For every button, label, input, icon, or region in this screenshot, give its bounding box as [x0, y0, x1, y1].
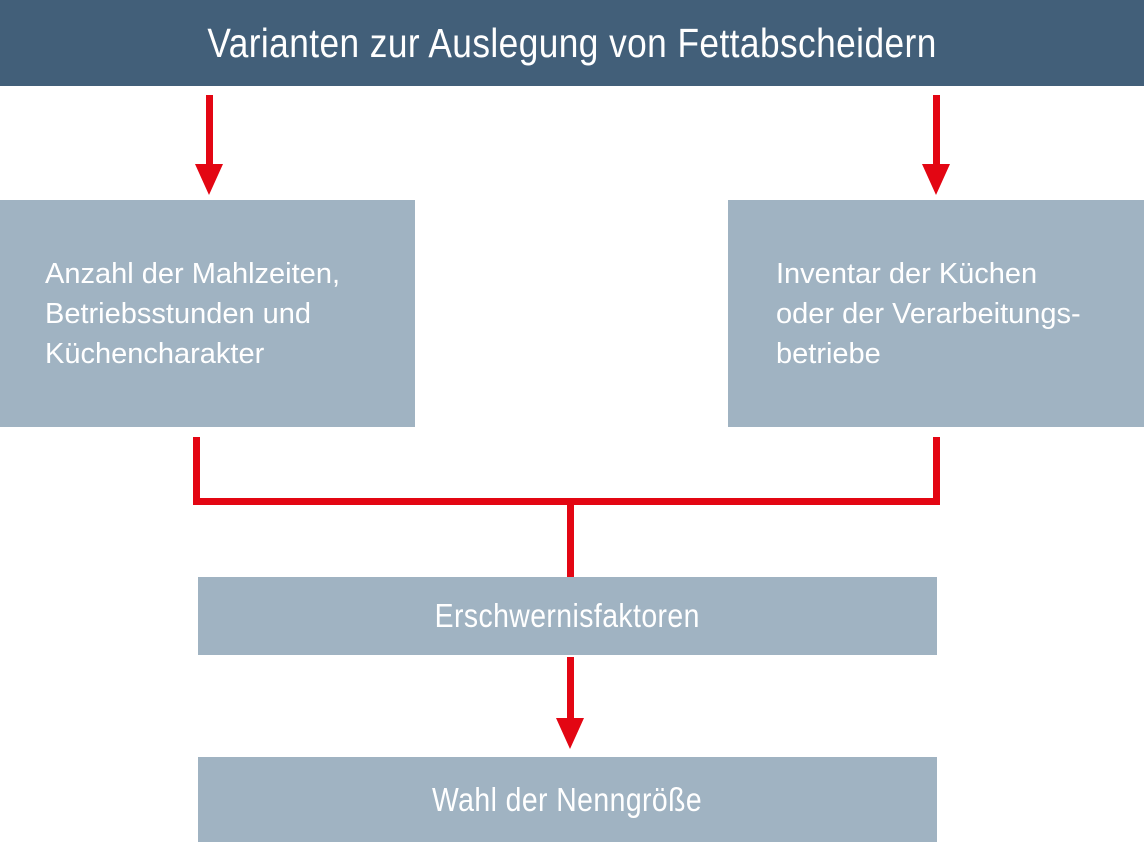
- box-nominal-size-selection: Wahl der Nenngröße: [198, 757, 937, 842]
- box-label: Wahl der Nenngröße: [432, 780, 703, 818]
- box-kitchen-inventory: Inventar der Küchen oder der Verarbeitun…: [728, 200, 1144, 427]
- arrow-shaft: [932, 95, 940, 164]
- box-text-line: Küchencharakter: [45, 337, 265, 370]
- connector-right-vertical-line: [933, 437, 940, 505]
- connector-left-vertical-line: [193, 437, 200, 505]
- box-meals-hours-kitchen-character: Anzahl der Mahlzeiten, Betriebsstunden u…: [0, 200, 415, 427]
- arrow-down-to-left-box-icon: [195, 95, 223, 195]
- box-text-line: Anzahl der Mahlzeiten,: [45, 257, 340, 290]
- connector-center-drop-line: [567, 498, 574, 577]
- arrow-shaft: [205, 95, 213, 164]
- box-text-line: Betriebsstunden und: [45, 297, 312, 330]
- box-text-line: oder der Verarbeitungs-: [776, 297, 1081, 330]
- box-aggravating-factors: Erschwernisfaktoren: [198, 577, 937, 655]
- arrow-shaft: [566, 657, 574, 718]
- arrow-head: [556, 718, 584, 749]
- box-label: Erschwernisfaktoren: [434, 597, 701, 634]
- arrow-down-to-right-box-icon: [922, 95, 950, 195]
- connector-horizontal-line: [193, 498, 940, 505]
- box-text-line: betriebe: [776, 337, 881, 370]
- box-text-line: Inventar der Küchen: [776, 257, 1038, 290]
- arrow-head: [195, 164, 223, 195]
- arrow-down-to-bottom-box-icon: [556, 657, 584, 749]
- arrow-head: [922, 164, 950, 195]
- page-title: Varianten zur Auslegung von Fettabscheid…: [207, 19, 937, 66]
- title-bar: Varianten zur Auslegung von Fettabscheid…: [0, 0, 1144, 86]
